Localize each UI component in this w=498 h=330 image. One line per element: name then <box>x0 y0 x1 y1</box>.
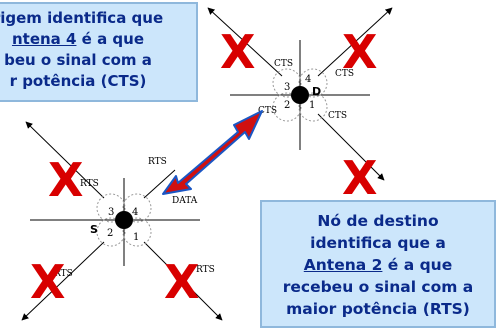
dest-lobe-4 <box>298 68 328 98</box>
dest-node-label: D <box>312 85 321 98</box>
dest-node <box>291 86 309 104</box>
callout-source-line3: beu o sinal com a <box>4 51 152 69</box>
callout-dest-line3: Antena 2 é a que <box>262 254 494 276</box>
cts-label-se: CTS <box>328 111 347 121</box>
data-label: DATA <box>172 196 198 206</box>
x-mark-dest-ne: X <box>342 25 377 79</box>
src-beam-ne <box>143 169 176 199</box>
callout-dest-line1: Nó de destino <box>317 212 439 230</box>
src-lobe-2 <box>96 217 126 247</box>
callout-source-antenna: rigem identifica que ntena 4 é a que beu… <box>0 2 198 102</box>
callout-source-line1: rigem identifica que <box>0 9 164 27</box>
source-node-group: 3 4 2 1 S RTS RTS RTS RTS DATA <box>21 121 223 321</box>
src-beam-nw <box>25 121 105 199</box>
x-mark-dest-nw: X <box>220 25 255 79</box>
callout-source-line2: ntena 4 é a que <box>0 29 196 50</box>
callout-source-line4: r potência (CTS) <box>9 72 147 90</box>
double-arrow <box>162 110 263 195</box>
src-lobe-4 <box>122 193 152 223</box>
dest-antenna-3: 3 <box>284 82 290 93</box>
dest-beam-ne <box>317 7 393 77</box>
destination-node-group: 3 4 2 1 D CTS CTS CTS CTS <box>207 7 393 181</box>
dest-antenna-1: 1 <box>309 100 315 111</box>
dest-antenna-2: 2 <box>284 100 290 111</box>
callout-dest-line2: identifica que a <box>310 234 446 252</box>
callout-source-antenna-name: ntena 4 <box>11 30 77 48</box>
x-mark-src-se: X <box>164 255 199 309</box>
cts-label-w: CTS <box>258 106 277 116</box>
src-antenna-1: 1 <box>133 232 139 243</box>
cts-label-nw: CTS <box>274 59 293 69</box>
dest-lobe-2 <box>272 92 302 122</box>
callout-source-line2-rest: é a que <box>76 30 145 48</box>
dest-beam-se <box>317 113 385 181</box>
callout-dest-antenna: Nó de destino identifica que a Antena 2 … <box>260 200 496 328</box>
x-mark-dest-se: X <box>342 151 377 205</box>
src-antenna-3: 3 <box>108 207 114 218</box>
src-lobe-3 <box>96 193 126 223</box>
dest-lobe-3 <box>272 68 302 98</box>
rts-label-se: RTS <box>196 265 215 275</box>
rts-label-nw: RTS <box>80 179 99 189</box>
callout-dest-antenna-name: Antena 2 <box>303 256 383 274</box>
rts-label-ne: RTS <box>148 157 167 167</box>
cts-label-ne: CTS <box>335 69 354 79</box>
src-node <box>115 211 133 229</box>
callout-dest-line3-rest: é a que <box>382 256 453 274</box>
rts-label-sw: RTS <box>54 269 73 279</box>
x-marks: X X X X X X <box>30 25 377 309</box>
dest-antenna-4: 4 <box>305 74 311 85</box>
src-node-label: S <box>90 223 98 236</box>
dest-beam-nw <box>207 7 283 77</box>
src-beam-sw <box>21 241 105 321</box>
dest-lobe-1 <box>298 92 328 122</box>
callout-dest-line5: maior potência (RTS) <box>286 300 470 318</box>
x-mark-src-nw: X <box>48 153 83 207</box>
src-beam-se <box>143 241 223 321</box>
src-lobe-1 <box>122 217 152 247</box>
x-mark-src-sw: X <box>30 255 65 309</box>
src-antenna-4: 4 <box>132 207 138 218</box>
callout-dest-line4: recebeu o sinal com a <box>282 278 474 296</box>
src-antenna-2: 2 <box>107 228 113 239</box>
